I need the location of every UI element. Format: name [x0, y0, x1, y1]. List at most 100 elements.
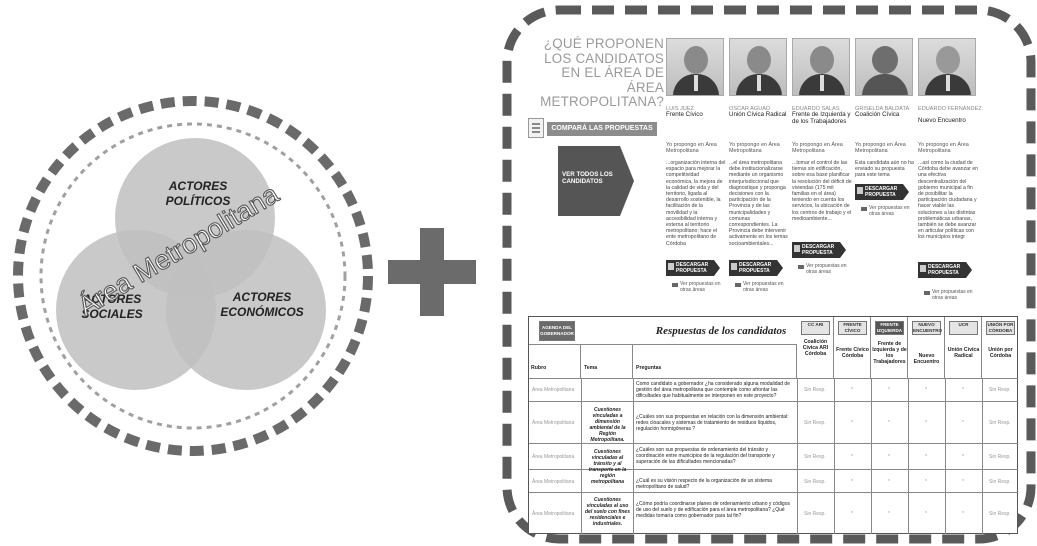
cell-response: * [851, 420, 853, 426]
cell-response: * [962, 479, 964, 485]
cell-response: Sin Resp. [989, 479, 1011, 485]
row-pregunta: Como candidato a gobernador ¿ha consider… [636, 381, 790, 400]
download-button[interactable]: DESCARGAR PROPUESTA [855, 184, 910, 200]
candidate-party: Frente de Izquierda y de los Trabajadore… [792, 111, 851, 125]
cell-response: Sin Resp. [804, 479, 826, 485]
document-icon [528, 118, 544, 138]
row-rubro: Área Metropolitana [532, 387, 575, 393]
cell-response: * [851, 387, 853, 393]
cell-response: * [888, 387, 890, 393]
candidate-proposal: Esta candidata aún no ha enviado su prop… [855, 160, 914, 179]
candidate-name: LUIS JUEZ [666, 106, 694, 112]
candidate-intro: Yo propongo en Área Metropolitana [855, 142, 906, 154]
plus-horizontal-bar [388, 260, 476, 284]
row-rubro: Área Metropolitana [532, 420, 575, 426]
candidate-intro: Yo propongo en Área Metropolitana [792, 142, 843, 154]
ver-propuestas-link[interactable]: Ver propuestas en otras áreas [924, 289, 974, 301]
row-rubro: Área Metropolitana [532, 479, 575, 485]
cell-response: * [888, 511, 890, 517]
candidate-party: Frente Cívico [666, 111, 703, 118]
party-name: Nuevo Encuentro [913, 353, 940, 365]
row-pregunta: ¿Cuál es su visión respecto de la organi… [636, 478, 772, 491]
label-politicos-2: POLÍTICOS [166, 193, 231, 208]
party-name: Coalición Cívica ARI Córdoba [802, 339, 829, 357]
candidate-party: Unión Cívica Radical [729, 111, 787, 118]
cell-response: * [962, 387, 964, 393]
candidate-name: EDUARDO SALAS [792, 106, 840, 112]
party-logo: NUEVO ENCUENTRO [912, 321, 943, 335]
ver-propuestas-link[interactable]: Ver propuestas en otras áreas [735, 281, 785, 293]
responses-table: AGENDA DEL GOBERNADOR Respuestas de los … [528, 316, 1018, 534]
cell-response: * [925, 420, 927, 426]
candidate-photo [792, 38, 850, 96]
cell-response: * [851, 479, 853, 485]
inner-dashed-ring [39, 122, 347, 430]
candidates-panel: ¿QUÉ PROPONEN LOS CANDIDATOS EN EL ÁREA … [528, 14, 1018, 534]
compare-label: COMPARÁ LAS PROPUESTAS [547, 122, 657, 136]
candidate-photo [855, 38, 913, 96]
question-title: ¿QUÉ PROPONEN LOS CANDIDATOS EN EL ÁREA … [540, 36, 664, 109]
party-name: Frente de Izquierda y de los Trabajadore… [872, 341, 907, 365]
candidate-party: Nuevo Encuentro [918, 117, 966, 124]
row-rubro: Área Metropolitana [532, 454, 575, 460]
candidate-name: OSCAR AGUAD [729, 106, 771, 112]
cell-response: * [888, 420, 890, 426]
candidate-proposal: ...tomar el control de las tierras sin e… [792, 160, 852, 222]
ver-propuestas-link[interactable]: Ver propuestas en otras áreas [798, 263, 848, 275]
row-tema: Cuestiones vinculadas al uso del suelo c… [584, 497, 630, 527]
ver-propuestas-link[interactable]: Ver propuestas en otras áreas [672, 281, 722, 293]
agenda-logo: AGENDA DEL GOBERNADOR [539, 321, 575, 341]
cell-response: Sin Resp. [804, 420, 826, 426]
ver-todos-label: VER TODOS LOS CANDIDATOS [558, 146, 620, 216]
row-pregunta: ¿Cuáles son sus propuestas en relación c… [636, 414, 789, 433]
candidate-photo [729, 38, 787, 96]
candidate-party: Coalición Cívica [855, 111, 900, 118]
arrow-right-icon [620, 146, 634, 216]
row-pregunta: ¿Cuáles son sus propuestas de ordenamien… [636, 447, 775, 466]
label-sociales-2: SOCIALES [81, 307, 142, 321]
cell-response: Sin Resp. [804, 387, 826, 393]
cell-response: * [925, 387, 927, 393]
candidate-intro: Yo propongo en Área Metropolitana [918, 142, 969, 154]
cell-response: Sin Resp. [989, 420, 1011, 426]
cell-response: * [962, 511, 964, 517]
cell-response: * [888, 479, 890, 485]
party-name: Unión Cívica Radical [947, 347, 980, 359]
label-economicos-1: ACTORES [232, 290, 291, 304]
venn-circle-economicos [166, 230, 326, 390]
venn-circle-sociales [56, 230, 216, 390]
row-tema: Cuestiones vinculadas a dimensión ambien… [589, 407, 626, 443]
party-logo: UNIÓN POR CÓRDOBA [986, 321, 1015, 335]
cell-response: * [851, 454, 853, 460]
cell-response: Sin Resp. [989, 511, 1011, 517]
col-tema: Tema [584, 365, 598, 371]
row-rubro: Área Metropolitana [532, 511, 575, 517]
cell-response: Sin Resp. [804, 511, 826, 517]
cell-response: * [925, 454, 927, 460]
party-logo: CC ARI [801, 321, 830, 335]
label-politicos-1: ACTORES [168, 179, 227, 193]
col-rubro: Rubro [531, 365, 547, 371]
candidate-photo [918, 38, 976, 96]
download-button[interactable]: DESCARGAR PROPUESTA [666, 260, 721, 276]
download-button[interactable]: DESCARGAR PROPUESTA [792, 242, 847, 258]
candidate-intro: Yo propongo en Área Metropolitana [666, 142, 717, 154]
candidate-intro: Yo propongo en Área Metropolitana [729, 142, 780, 154]
download-button[interactable]: DESCARGAR PROPUESTA [918, 262, 973, 278]
compare-button[interactable]: COMPARÁ LAS PROPUESTAS [528, 118, 660, 140]
col-preguntas: Preguntas [636, 365, 662, 371]
candidate-name: GRISELDA BALDATA [855, 106, 910, 112]
candidate-proposal: ...organización interna del espacio para… [666, 160, 726, 247]
cell-response: * [925, 479, 927, 485]
download-button[interactable]: DESCARGAR PROPUESTA [729, 260, 784, 276]
candidate-proposal: ...el área metropolitana debe institucio… [729, 160, 788, 247]
party-name: Frente Cívico Córdoba [836, 347, 869, 359]
ver-propuestas-link[interactable]: Ver propuestas en otras áreas [861, 205, 911, 217]
party-logo: UCR [949, 321, 978, 335]
row-pregunta: ¿Cómo podría coordinarse planes de orden… [636, 501, 790, 520]
cell-response: * [888, 454, 890, 460]
ver-todos-button[interactable]: VER TODOS LOS CANDIDATOS [558, 146, 648, 216]
cell-response: * [962, 420, 964, 426]
